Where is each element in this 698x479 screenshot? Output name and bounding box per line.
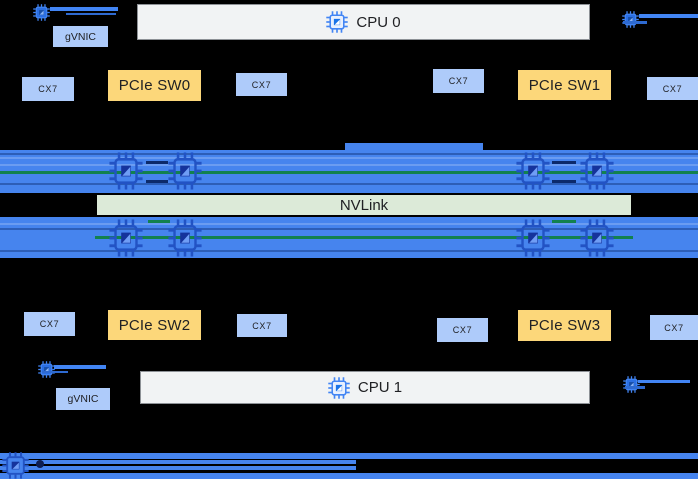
gvnic-box-top: gVNIC xyxy=(53,26,108,47)
cx7-label: CX7 xyxy=(664,322,684,333)
band-highlight-line xyxy=(0,157,698,159)
gpu-chip-icon-7 xyxy=(516,219,550,257)
cx7-label: CX7 xyxy=(39,319,60,329)
gpu-chip-icon-5 xyxy=(109,219,143,257)
pcie-sw3-label: PCIe SW3 xyxy=(528,317,601,334)
cx7-box-4: CX7 xyxy=(647,77,698,100)
network-uplink-line xyxy=(50,7,118,11)
nvlink-trace-line xyxy=(0,250,698,252)
band-highlight-line xyxy=(0,223,698,225)
cpu1-label: CPU 1 xyxy=(357,379,403,396)
nvlink-green-dash xyxy=(148,220,170,223)
cpu-chip-icon xyxy=(326,11,349,33)
nvlink-green-line xyxy=(95,236,633,239)
gpu-chip-icon-8 xyxy=(580,219,614,257)
cpu0-box: CPU 0 xyxy=(137,4,590,40)
network-uplink-line xyxy=(638,380,690,383)
band-highlight-line xyxy=(0,164,698,166)
nvlink-trace-line xyxy=(0,183,698,185)
cx7-box-5: CX7 xyxy=(24,312,75,336)
network-uplink-line xyxy=(42,371,68,373)
gpu-chip-icon-2 xyxy=(168,152,202,190)
nvlink-trace-line xyxy=(0,228,698,230)
rail-junction-dot xyxy=(36,460,44,468)
cx7-box-7: CX7 xyxy=(437,318,488,342)
cx7-label: CX7 xyxy=(252,320,272,331)
pcie-sw0-label: PCIe SW0 xyxy=(118,77,191,94)
cx7-label: CX7 xyxy=(448,76,469,86)
cpu0-label: CPU 0 xyxy=(356,13,401,31)
gvnic-box-bottom: gVNIC xyxy=(56,388,110,410)
pcie-sw1-label: PCIe SW1 xyxy=(528,76,601,94)
nvlink-green-line xyxy=(0,171,698,174)
cx7-box-8: CX7 xyxy=(650,315,698,340)
cx7-label: CX7 xyxy=(452,325,473,335)
cx7-label: CX7 xyxy=(38,84,58,94)
network-uplink-line xyxy=(66,13,116,15)
nvlink-green-dash xyxy=(552,220,576,223)
cx7-box-3: CX7 xyxy=(433,69,484,93)
network-rail-2 xyxy=(0,473,698,479)
gvnic-label: gVNIC xyxy=(67,393,99,405)
nvlink-trace-line xyxy=(0,153,698,155)
cx7-box-2: CX7 xyxy=(236,73,287,96)
gpu-chip-icon-3 xyxy=(516,152,550,190)
network-uplink-line xyxy=(639,14,698,18)
network-rail-3 xyxy=(0,460,356,464)
gpu-chip-icon-1 xyxy=(109,152,143,190)
pcie-sw1-box: PCIe SW1 xyxy=(518,70,611,100)
cx7-label: CX7 xyxy=(251,79,272,90)
gpu-chip-icon-4 xyxy=(580,152,614,190)
cpu1-box: CPU 1 xyxy=(140,371,590,404)
nic-chip-icon xyxy=(33,4,50,21)
gpu-port-dash xyxy=(552,161,576,164)
pcie-sw2-box: PCIe SW2 xyxy=(108,310,201,340)
network-rail-4 xyxy=(0,466,356,470)
nic-chip-icon xyxy=(623,376,640,393)
rail-chip-icon xyxy=(2,452,29,479)
cx7-label: CX7 xyxy=(662,83,683,94)
gpu-port-dash xyxy=(146,180,168,183)
pcie-sw0-box: PCIe SW0 xyxy=(108,70,201,101)
gpu-chip-icon-6 xyxy=(168,219,202,257)
nic-chip-icon xyxy=(622,11,639,28)
cx7-box-6: CX7 xyxy=(237,314,287,337)
gpu-port-dash xyxy=(146,161,168,164)
nvlink-bar: NVLink xyxy=(95,193,633,217)
network-uplink-line xyxy=(623,21,647,24)
network-uplink-line xyxy=(54,365,106,369)
cx7-box-1: CX7 xyxy=(22,77,74,101)
nvlink-label: NVLink xyxy=(339,196,389,214)
pcie-sw3-box: PCIe SW3 xyxy=(518,310,611,341)
network-uplink-line xyxy=(625,386,645,389)
nic-chip-icon xyxy=(38,361,55,378)
network-rail-1 xyxy=(0,453,698,459)
gpu-port-dash xyxy=(552,180,576,183)
cpu-chip-icon xyxy=(328,376,350,399)
gvnic-label: gVNIC xyxy=(65,30,96,43)
pcie-sw2-label: PCIe SW2 xyxy=(118,316,191,334)
